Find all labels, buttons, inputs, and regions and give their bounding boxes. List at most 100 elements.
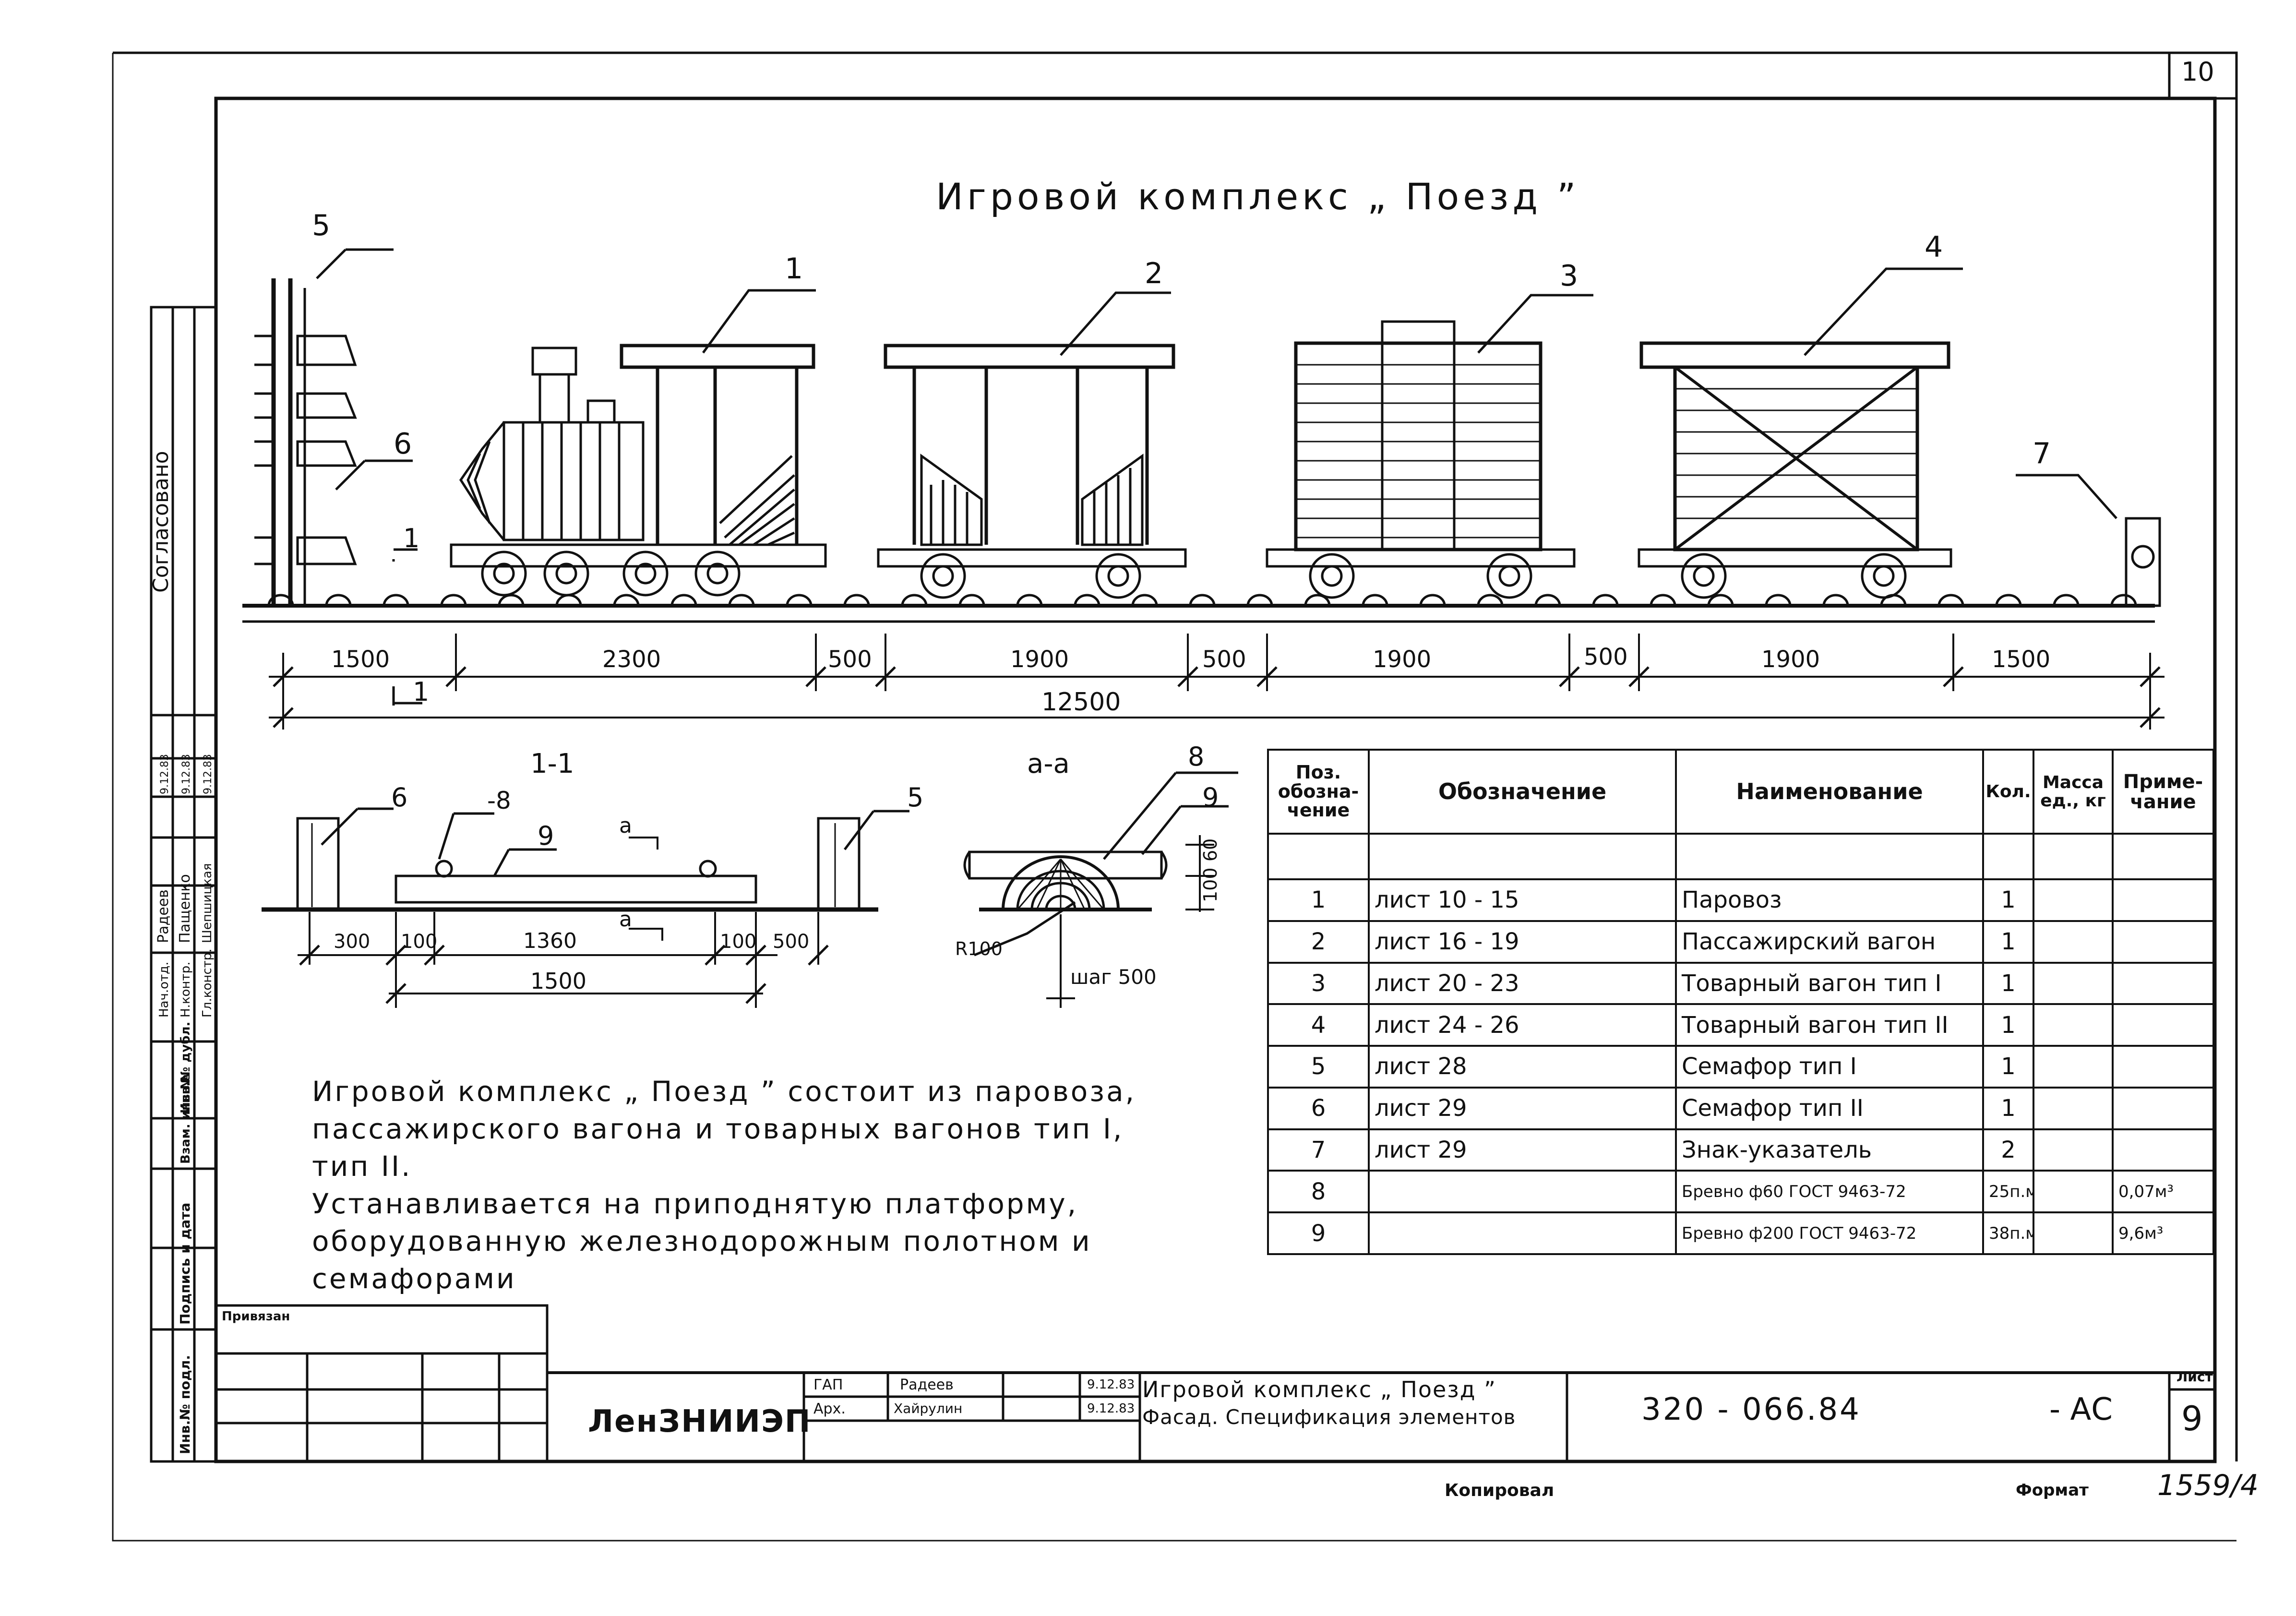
format-label: Формат bbox=[2016, 1481, 2089, 1500]
locomotive-frame bbox=[450, 543, 827, 568]
stamp-gap-date: 9.12.83 bbox=[1087, 1377, 1135, 1392]
note-line-3: тип II. bbox=[312, 1150, 412, 1183]
spec-cell-pos: 3 bbox=[1267, 961, 1370, 1006]
stamp-arh-date: 9.12.83 bbox=[1087, 1401, 1135, 1416]
header-note: Приме-чание bbox=[2112, 749, 2214, 835]
spec-cell-name: Знак-указатель bbox=[1675, 1128, 1984, 1172]
section-mark-top: 1 bbox=[403, 523, 419, 553]
train-elevation bbox=[242, 248, 2164, 730]
dim-seg-4: 1900 bbox=[1010, 646, 1069, 673]
side-col-2: Подпись и дата bbox=[177, 1203, 193, 1325]
stamp-gap-label: ГАП bbox=[813, 1377, 843, 1393]
spec-cell-ref bbox=[1368, 1170, 1677, 1214]
spec-blank-cell bbox=[1368, 833, 1677, 880]
boiler bbox=[502, 421, 645, 541]
spec-cell-qty: 1 bbox=[1982, 1003, 2034, 1047]
leader-s1-5 bbox=[844, 810, 909, 850]
stamp-sheet-label: Лист bbox=[2176, 1369, 2213, 1385]
stamp-organization: ЛенЗНИИЭП bbox=[588, 1404, 812, 1439]
description-note: Игровой комплекс „ Поезд ” состоит из па… bbox=[312, 1073, 1224, 1297]
leader-2 bbox=[1060, 291, 1171, 356]
spec-blank-cell bbox=[1267, 833, 1370, 880]
stamp-stage: - АС bbox=[2049, 1392, 2113, 1427]
note-line-5: оборудованную железнодорожным полотном и bbox=[312, 1225, 1092, 1257]
dim-total: 12500 bbox=[1041, 688, 1121, 717]
radius-leader bbox=[974, 901, 1076, 957]
side-col-1: Инв.№ подл. bbox=[177, 1355, 193, 1454]
spec-cell-name: Семафор тип II bbox=[1675, 1086, 1984, 1130]
side-name-2: Пащенко bbox=[177, 874, 193, 943]
spec-cell-note bbox=[2112, 1086, 2214, 1130]
spec-cell-ref: лист 10 - 15 bbox=[1368, 878, 1677, 922]
leader-6 bbox=[335, 459, 413, 491]
stamp-document-code: 320 - 066.84 bbox=[1641, 1392, 1861, 1427]
spec-cell-qty: 25п.м. bbox=[1982, 1170, 2034, 1214]
side-name-1: Радеев bbox=[155, 889, 172, 943]
header-ref: Обозначение bbox=[1368, 749, 1677, 835]
freight-car-type-1 bbox=[1266, 320, 1576, 599]
spec-cell-note bbox=[2112, 1128, 2214, 1172]
spec-cell-name: Паровоз bbox=[1675, 878, 1984, 922]
dome bbox=[586, 399, 616, 424]
aa-callout-9: 9 bbox=[1202, 782, 1219, 813]
passenger-car bbox=[877, 344, 1187, 599]
dim-seg-1: 1500 bbox=[331, 646, 390, 673]
spec-cell-ref bbox=[1368, 1211, 1677, 1255]
spec-blank-cell bbox=[2112, 833, 2214, 880]
spec-cell-note: 0,07м³ bbox=[2112, 1170, 2214, 1214]
callout-5: 5 bbox=[312, 209, 330, 242]
spec-cell-qty: 1 bbox=[1982, 1045, 2034, 1089]
side-role-1: Нач.отд. bbox=[157, 962, 171, 1017]
stamp-arh-label: Арх. bbox=[813, 1401, 846, 1417]
callout-4: 4 bbox=[1925, 230, 1943, 264]
spec-cell-mass bbox=[2033, 1045, 2114, 1089]
aa-dim-60: 60 bbox=[1200, 838, 1221, 862]
chimney bbox=[538, 373, 570, 424]
spec-cell-note bbox=[2112, 1045, 2214, 1089]
leader-aa-8 bbox=[1103, 771, 1238, 860]
sign-post bbox=[2125, 517, 2161, 607]
spec-cell-pos: 6 bbox=[1267, 1086, 1370, 1130]
stamp-privyazan: Привязан bbox=[222, 1309, 290, 1324]
spec-cell-pos: 8 bbox=[1267, 1170, 1370, 1214]
side-col-3: Взам. инв.№ bbox=[179, 1075, 193, 1164]
section-1-1 bbox=[262, 807, 909, 1008]
spec-cell-name: Бревно ф60 ГОСТ 9463-72 bbox=[1675, 1170, 1984, 1214]
stamp-gap-name: Радеев bbox=[900, 1377, 954, 1393]
freight-car-type-2 bbox=[1638, 341, 1952, 599]
leader-7 bbox=[2016, 474, 2117, 519]
corner-box bbox=[2168, 51, 2238, 100]
spec-cell-note bbox=[2112, 1003, 2214, 1047]
leader-4 bbox=[1804, 267, 1963, 356]
s1-dim-4: 100 bbox=[720, 931, 756, 953]
s1-dim-1: 300 bbox=[334, 931, 370, 953]
spec-cell-pos: 9 bbox=[1267, 1211, 1370, 1255]
section-a-a-title: a-a bbox=[1027, 748, 1070, 779]
s1-cut-bottom: a bbox=[619, 907, 632, 932]
specification-table: Поз. обозна-чение Обозначение Наименован… bbox=[1267, 749, 2214, 1255]
s1-dim-total: 1500 bbox=[530, 968, 586, 994]
leader-s1-9 bbox=[493, 848, 557, 877]
log-cross-section bbox=[1002, 855, 1120, 910]
spec-cell-name: Товарный вагон тип I bbox=[1675, 961, 1984, 1006]
side-date-1: 9.12.83 bbox=[159, 754, 171, 794]
sleeper-row bbox=[267, 594, 2137, 606]
dim-seg-5: 500 bbox=[1202, 646, 1246, 673]
s1-callout-8: -8 bbox=[487, 787, 511, 814]
locomotive bbox=[450, 344, 827, 597]
spec-cell-note bbox=[2112, 961, 2214, 1006]
spec-cell-qty: 1 bbox=[1982, 920, 2034, 964]
header-mass: Масса ед., кг bbox=[2033, 749, 2114, 835]
aa-callout-8: 8 bbox=[1188, 742, 1204, 772]
spec-cell-pos: 4 bbox=[1267, 1003, 1370, 1047]
cab-roof bbox=[620, 344, 815, 369]
note-line-2: пассажирского вагона и товарных вагонов … bbox=[312, 1113, 1124, 1145]
stamp-arh-name: Хайрулин bbox=[894, 1401, 963, 1416]
header-pos: Поз. обозна-чение bbox=[1267, 749, 1370, 835]
spec-cell-name: Бревно ф200 ГОСТ 9463-72 bbox=[1675, 1211, 1984, 1255]
leader-5 bbox=[316, 248, 394, 279]
